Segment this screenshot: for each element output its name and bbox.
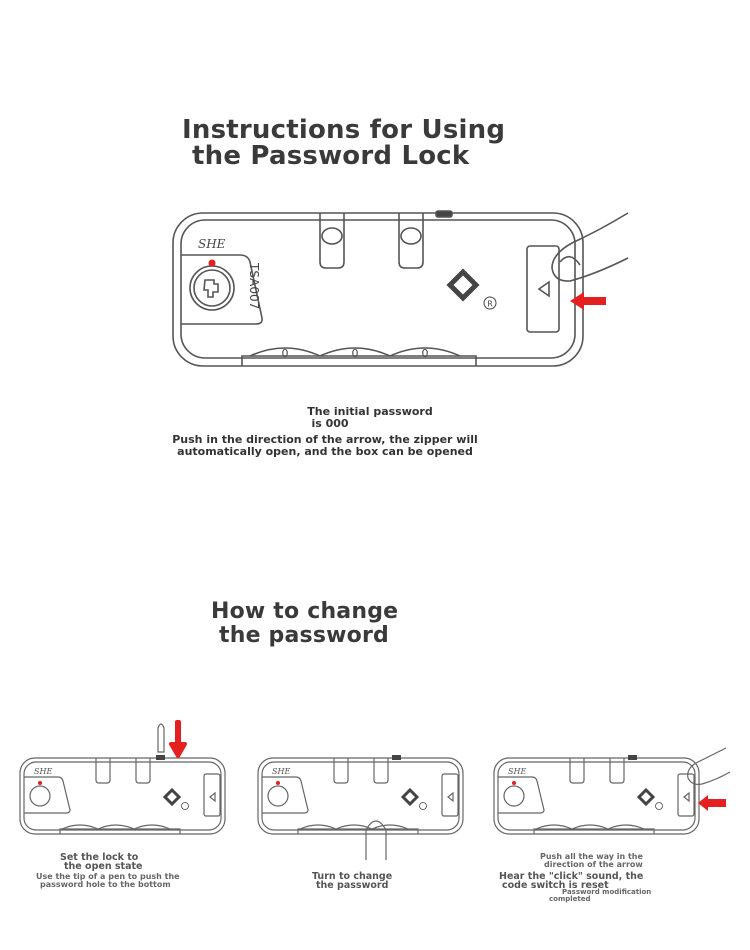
brand-label: SHE: [198, 237, 226, 251]
caption-push-line2: automatically open, and the box can be o…: [177, 445, 473, 458]
triangle-arrow-icon: [537, 280, 550, 298]
step1-red-down-arrow: [169, 720, 187, 758]
dial-digit-3: 0: [422, 347, 429, 360]
dial-digit-1: 0: [282, 347, 289, 360]
step3-indicator-dot: [512, 781, 516, 785]
tsa-keyhole-inner: [193, 269, 231, 307]
step2-password-hole: [392, 755, 401, 760]
keyhole-icon: [203, 279, 219, 298]
step2-caption-line2: the password: [316, 880, 389, 891]
step2-indicator-dot: [276, 781, 280, 785]
section2-title-line2: the password: [219, 623, 389, 648]
shackle-hole-left: [321, 227, 343, 245]
lock-body-outer: [172, 212, 584, 367]
registered-mark: R: [487, 300, 493, 309]
section1-title-line2: the Password Lock: [192, 141, 470, 171]
finger-icon: [551, 212, 629, 282]
main-lock: [172, 210, 629, 367]
step3-caption-line6: completed: [549, 895, 591, 903]
lock-body-inner: [180, 219, 576, 359]
step1-tsa-logo-icon: [162, 787, 182, 807]
model-label: TSA007: [247, 262, 261, 309]
shackle-hole-right: [400, 227, 422, 245]
section2-title-line1: How to change: [211, 599, 399, 624]
step2-tsa-logo-icon: [400, 787, 420, 807]
step1-caption-line2: the open state: [64, 861, 143, 872]
red-push-arrow: [570, 292, 606, 310]
tsa-panel: [181, 254, 263, 325]
dial-strip: [241, 355, 477, 366]
step1-brand-label: SHE: [34, 767, 52, 776]
shackle-clip-right: [398, 213, 424, 269]
step2-lock: [257, 757, 464, 860]
step3-caption-line4: code switch is reset: [502, 880, 609, 891]
step3-caption-line3: Hear the "click" sound, the: [499, 871, 644, 882]
step1-caption-line1: Set the lock to: [60, 852, 139, 863]
dial-wheels: [249, 347, 461, 357]
step3-brand-label: SHE: [508, 767, 526, 776]
indicator-dot: [208, 259, 216, 267]
step3-lock: [493, 747, 731, 835]
step1-lock: [19, 723, 226, 835]
step1-caption-line3: Use the tip of a pen to push the: [36, 872, 180, 881]
shackle-clip-left: [319, 213, 345, 269]
caption-initial-password-line2: is 000: [311, 417, 349, 430]
step2-brand-label: SHE: [272, 767, 290, 776]
section1-title-line1: Instructions for Using: [182, 115, 506, 145]
caption-initial-password-line1: The initial password: [307, 405, 433, 418]
dial-digit-2: 0: [352, 347, 359, 360]
step3-caption-line5: Password modification: [562, 888, 652, 896]
step3-tsa-logo-icon: [636, 787, 656, 807]
push-button: [526, 245, 560, 333]
password-hole: [435, 210, 453, 218]
registered-mark-circle: [483, 296, 497, 310]
caption-push-line1: Push in the direction of the arrow, the …: [172, 433, 478, 446]
tsa-logo-icon: [446, 268, 480, 302]
fingernail: [559, 255, 581, 266]
tsa-keyhole-ring: [189, 265, 235, 311]
step3-caption-line1: Push all the way in the: [540, 852, 643, 861]
step2-caption-line1: Turn to change: [312, 871, 393, 882]
step1-indicator-dot: [38, 781, 42, 785]
step3-password-hole: [628, 755, 637, 760]
step3-caption-line2: direction of the arrow: [544, 860, 643, 869]
step3-red-push-arrow: [698, 795, 726, 811]
step1-password-hole: [156, 755, 165, 760]
step1-caption-line4: password hole to the bottom: [40, 880, 171, 889]
